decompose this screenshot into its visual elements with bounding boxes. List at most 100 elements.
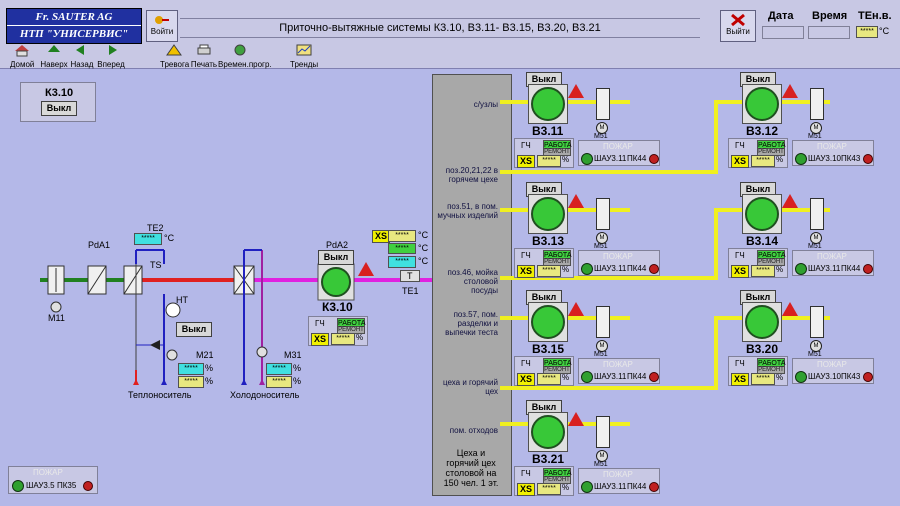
shau-ok-icon[interactable]	[581, 481, 593, 493]
pump-state-button[interactable]: Выкл	[176, 322, 212, 337]
arrow-back-icon	[76, 45, 84, 55]
k310-box-state[interactable]: Выкл	[41, 101, 77, 116]
unit-control-panel: ГЧ РАБОТА РЕМОНТ XS ***** %	[728, 248, 788, 278]
m31-valve-value: *****	[266, 363, 292, 375]
brand-line2: НТП "УНИСЕРВИС"	[19, 28, 129, 40]
fan-icon[interactable]	[531, 305, 565, 339]
fan-icon[interactable]	[531, 197, 565, 231]
page-title: Приточно-вытяжные системы К3.10, В3.11- …	[180, 18, 700, 38]
fan-box	[528, 302, 568, 342]
motor-label: M51	[808, 243, 822, 250]
xs-label: XS	[731, 373, 750, 386]
shau-fire-status: ПОЖАР	[603, 360, 633, 369]
unit-control-panel: ГЧ РАБОТА РЕМОНТ XS ***** %	[514, 466, 574, 496]
warning-icon[interactable]	[568, 84, 584, 98]
fan-box	[528, 84, 568, 124]
exhaust-unit: Выкл M M51 В3.21 ГЧ РАБОТА РЕМОНТ XS ***…	[514, 398, 664, 498]
shau-panel: ПОЖАР ШАУ3.11 ПК44	[578, 468, 660, 494]
fan-icon[interactable]	[745, 87, 779, 121]
print-button[interactable]: Печать	[190, 44, 218, 69]
motor-icon: M	[810, 122, 822, 134]
k310-control-panel: ГЧ РАБОТА РЕМОНТ XS ***** %	[308, 316, 368, 346]
shau-ok-icon[interactable]	[795, 263, 807, 275]
printer-icon	[197, 44, 211, 55]
xs-unit: %	[776, 373, 784, 382]
shau-fire-status: ПОЖАР	[603, 470, 633, 479]
outdoor-temp-value: *****	[856, 26, 878, 38]
damper-icon	[596, 306, 610, 338]
alarm-button[interactable]: Тревога	[160, 44, 189, 69]
warning-icon[interactable]	[568, 194, 584, 208]
exhaust-unit: Выкл M M51 В3.12 ГЧ РАБОТА РЕМОНТ XS ***…	[728, 70, 878, 170]
k310-fan-state[interactable]: Выкл	[318, 250, 354, 265]
k310-unit-label: К3.10	[322, 300, 353, 314]
schedule-button[interactable]: Времен.прогр.	[218, 44, 272, 69]
unit-name: В3.15	[532, 342, 565, 356]
shau-alarm-icon	[649, 372, 659, 382]
fan-icon[interactable]	[745, 197, 779, 231]
warning-icon[interactable]	[782, 84, 798, 98]
warning-icon[interactable]	[782, 302, 798, 316]
trends-button[interactable]: Тренды	[290, 44, 318, 69]
pda1-label: PdA1	[88, 240, 111, 250]
m11-label: M11	[48, 313, 65, 323]
time-field	[808, 26, 850, 39]
fan-box	[528, 412, 568, 452]
xs-label: XS	[731, 265, 750, 278]
shau-alarm-icon	[863, 264, 873, 274]
shau-panel: ПОЖАР ШАУ3.11 ПК44	[578, 140, 660, 166]
outdoor-temp-unit: °С	[879, 26, 890, 36]
up-button[interactable]: Наверх	[40, 44, 68, 69]
t-sensor-label: T	[400, 270, 420, 282]
setpoint-3-value: *****	[388, 256, 416, 268]
unit-name: В3.21	[532, 452, 565, 466]
shau-ok-icon[interactable]	[795, 371, 807, 383]
m21-valve-unit: %	[205, 363, 214, 373]
fan-icon[interactable]	[745, 305, 779, 339]
shau35-ok-icon[interactable]	[12, 480, 24, 492]
logout-button[interactable]: Выйти	[720, 10, 756, 42]
fan-icon[interactable]	[531, 415, 565, 449]
shau-pk: ПК43	[841, 372, 861, 381]
shau-alarm-icon	[863, 154, 873, 164]
k310-xs-unit: %	[356, 333, 364, 342]
zone-label-5: поз.57, пом. разделки и выпечки теста	[445, 310, 498, 337]
fan-box	[742, 84, 782, 124]
damper-icon	[596, 198, 610, 230]
shau-ok-icon[interactable]	[581, 371, 593, 383]
trend-icon	[296, 44, 312, 56]
back-button[interactable]: Назад	[70, 44, 94, 69]
xs-value: *****	[751, 373, 775, 385]
shau-ok-icon[interactable]	[581, 263, 593, 275]
te2-unit: °C	[164, 233, 175, 243]
shau-pk: ПК44	[627, 372, 647, 381]
shau-panel: ПОЖАР ШАУ3.11 ПК44	[578, 358, 660, 384]
outdoor-temp-label: ТЕн.в.	[858, 10, 892, 22]
motor-label: M51	[808, 351, 822, 358]
fan-icon[interactable]	[531, 87, 565, 121]
forward-button[interactable]: Вперед	[96, 44, 126, 69]
warning-icon[interactable]	[568, 412, 584, 426]
nav-toolbar: Домой Наверх Назад Вперед	[10, 44, 130, 69]
login-button[interactable]: Войти	[146, 10, 178, 42]
shau-ok-icon[interactable]	[581, 153, 593, 165]
xs-label: XS	[517, 483, 536, 496]
warning-icon[interactable]	[782, 194, 798, 208]
shau-label: ШАУ3.11	[594, 482, 627, 491]
home-button[interactable]: Домой	[10, 44, 34, 69]
shau-label: ШАУ3.11	[594, 154, 627, 163]
motor-icon: M	[596, 122, 608, 134]
xs-unit: %	[776, 155, 784, 164]
unit-control-panel: ГЧ РАБОТА РЕМОНТ XS ***** %	[514, 356, 574, 386]
shau-panel: ПОЖАР ШАУ3.10 ПК43	[792, 358, 874, 384]
gch-label: ГЧ	[735, 251, 745, 260]
ts-label: TS	[150, 260, 162, 270]
shau-alarm-icon	[649, 482, 659, 492]
shau-ok-icon[interactable]	[795, 153, 807, 165]
gch-label: ГЧ	[521, 251, 531, 260]
brand-line1: Fr. SAUTER AG	[7, 9, 141, 26]
zone-label-4: поз.46, мойка столовой посуды	[447, 268, 498, 295]
xs-value: *****	[537, 155, 561, 167]
gch-label: ГЧ	[735, 359, 745, 368]
warning-icon[interactable]	[568, 302, 584, 316]
